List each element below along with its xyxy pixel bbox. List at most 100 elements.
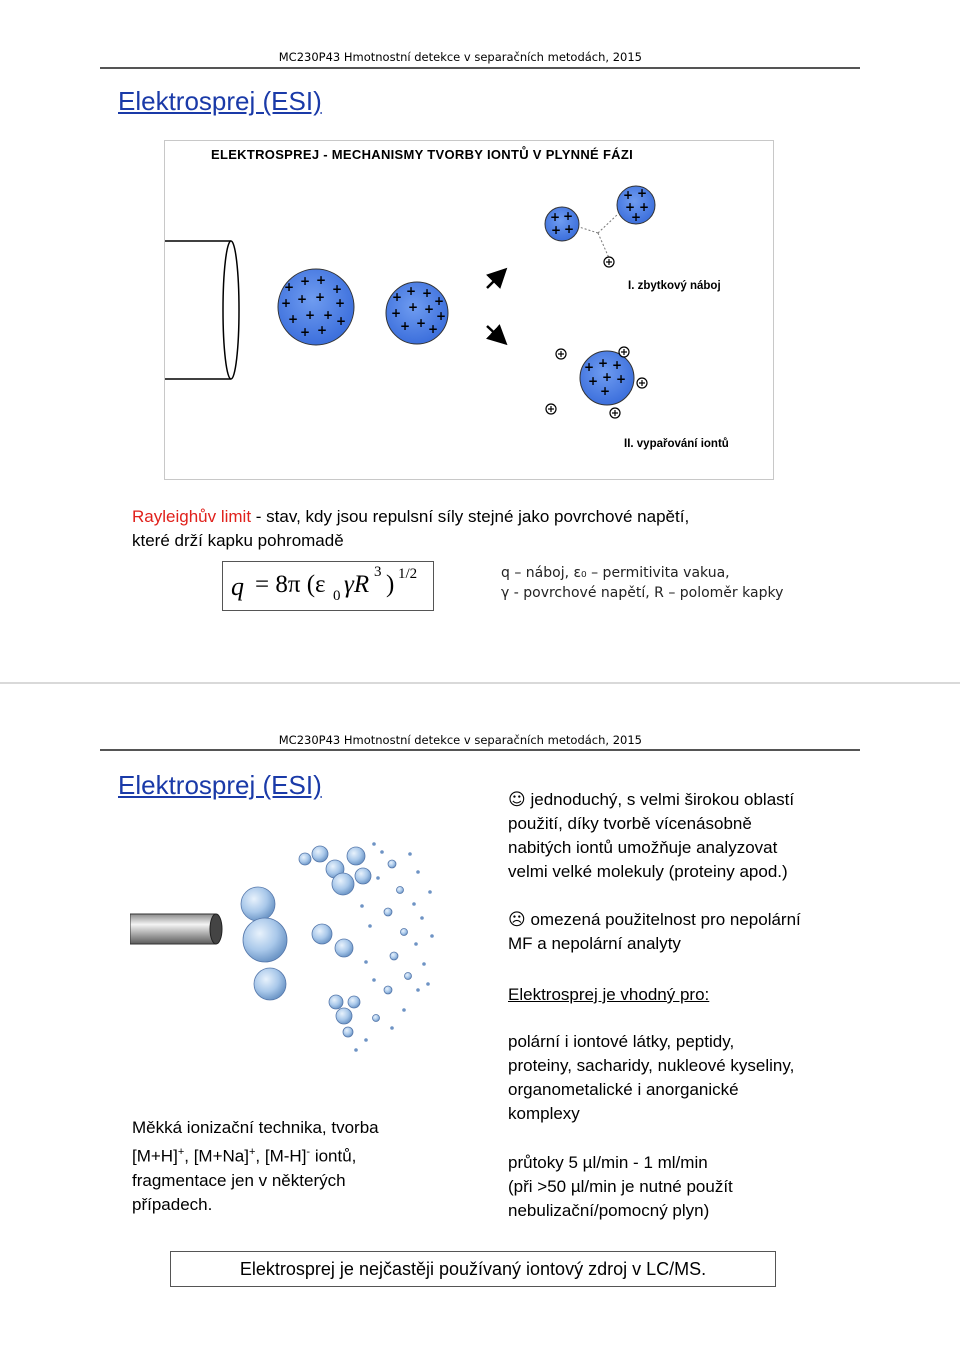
svg-text:+: + xyxy=(639,200,649,214)
svg-text:+: + xyxy=(336,314,346,328)
ion-m-minus-h: [M-H] xyxy=(264,1146,307,1166)
soft-line-1: Měkká ionizační technika, tvorba xyxy=(132,1118,379,1137)
svg-text:+: + xyxy=(297,292,307,306)
ion-mna: [M+Na] xyxy=(193,1146,249,1166)
svg-text:+: + xyxy=(315,290,325,304)
svg-text:+: + xyxy=(391,306,401,320)
svg-text:+: + xyxy=(424,302,434,316)
disadvantage-line-1: omezená použitelnost pro nepolární xyxy=(530,910,801,929)
svg-text:+: + xyxy=(288,312,298,326)
svg-text:+: + xyxy=(602,370,612,384)
svg-text:+: + xyxy=(584,360,594,374)
arrow-up xyxy=(486,267,508,289)
svg-text:+: + xyxy=(422,286,432,300)
course-header: MC230P43 Hmotnostní detekce v separačníc… xyxy=(278,733,642,747)
conclusion-box: Elektrosprej je nejčastěji používaný ion… xyxy=(170,1251,776,1287)
rayleigh-formula: q = 8π (ε 0 γR 3 ) 1/2 xyxy=(222,561,434,611)
mechanism-diagram: ++++ ++++ ++++ ++ ++++ ++++ +++ ++++ +++… xyxy=(165,185,656,419)
svg-text:+: + xyxy=(392,290,402,304)
header-rule xyxy=(100,749,860,751)
svg-text:+: + xyxy=(428,322,438,336)
formula-legend-line1: q – náboj, ε₀ – permitivita vakua, xyxy=(501,565,730,581)
soft-ionization-text: Měkká ionizační technika, tvorba [M+H]+,… xyxy=(132,1116,452,1217)
svg-text:+: + xyxy=(400,319,410,333)
evaporating-droplet xyxy=(579,350,635,406)
rayleigh-term: Rayleighův limit xyxy=(132,507,252,526)
svg-text:+: + xyxy=(284,280,294,294)
formula-sub0: 0 xyxy=(333,588,341,604)
disadvantage-block: ☹ omezená použitelnost pro nepolární MF … xyxy=(508,908,868,956)
formula-eq: = 8π (ε xyxy=(255,571,326,598)
rayleigh-line2: které drží kapku pohromadě xyxy=(132,531,344,550)
svg-text:+: + xyxy=(631,210,641,224)
flow-line-2: (při >50 µl/min je nutné použít xyxy=(508,1177,733,1196)
capillary-needle xyxy=(130,913,223,945)
rayleigh-text: Rayleighův limit - stav, kdy jsou repuls… xyxy=(132,505,812,553)
svg-text:+: + xyxy=(281,296,291,310)
svg-text:+: + xyxy=(332,282,342,296)
flow-rate-block: průtoky 5 µl/min - 1 ml/min (při >50 µl/… xyxy=(508,1151,888,1223)
flow-line-3: nebulizační/pomocný plyn) xyxy=(508,1201,710,1220)
slide-separator xyxy=(0,682,960,684)
svg-text:+: + xyxy=(616,372,626,386)
label-residual-charge: I. zbytkový náboj xyxy=(628,280,721,292)
svg-text:+: + xyxy=(305,308,315,322)
disadvantage-line-2: MF a nepolární analyty xyxy=(508,934,681,953)
frown-icon: ☹ xyxy=(508,910,526,930)
svg-text:+: + xyxy=(588,374,598,388)
svg-text:+: + xyxy=(637,186,647,200)
formula-close: ) xyxy=(386,571,395,598)
esi-mechanism-figure: ELEKTROSPREJ - MECHANISMY TVORBY IONTŮ V… xyxy=(164,140,774,480)
advantage-block: ☺ jednoduchý, s velmi širokou oblastí po… xyxy=(508,788,868,884)
formula-gR: γR xyxy=(344,571,370,598)
ion-tail: iontů, xyxy=(310,1146,357,1166)
svg-text:+: + xyxy=(436,309,446,323)
suitable-list: polární i iontové látky, peptidy, protei… xyxy=(508,1030,888,1126)
svg-text:+: + xyxy=(434,294,444,308)
advantage-line-4: velmi velké molekuly (proteiny apod.) xyxy=(508,862,788,881)
small-droplet-a xyxy=(544,206,580,242)
figure-title: ELEKTROSPREJ - MECHANISMY TVORBY IONTŮ V… xyxy=(211,147,634,162)
formula-legend-line2: γ - povrchové napětí, R – poloměr kapky xyxy=(501,585,784,601)
svg-text:+: + xyxy=(623,188,633,202)
capillary-tube xyxy=(165,240,240,380)
svg-text:+: + xyxy=(550,210,560,224)
svg-text:+: + xyxy=(335,296,345,310)
free-ion-plus xyxy=(548,259,645,416)
smiley-icon: ☺ xyxy=(508,790,526,810)
ion-mh: [M+H] xyxy=(132,1146,178,1166)
svg-text:+: + xyxy=(563,209,573,223)
svg-text:+: + xyxy=(406,284,416,298)
svg-text:+: + xyxy=(300,274,310,288)
spray-illustration xyxy=(130,842,434,1052)
course-header: MC230P43 Hmotnostní detekce v separačníc… xyxy=(278,50,642,64)
suitable-line-1: polární i iontové látky, peptidy, xyxy=(508,1032,735,1051)
ion-m-minus-h-charge: - xyxy=(306,1146,311,1158)
formula-sup-half: 1/2 xyxy=(398,566,418,582)
svg-text:+: + xyxy=(600,384,610,398)
soft-line-4: případech. xyxy=(132,1194,213,1214)
svg-text:+: + xyxy=(625,200,635,214)
slide-2: MC230P43 Hmotnostní detekce v separačníc… xyxy=(0,684,960,1367)
soft-line-3: fragmentace jen v některých xyxy=(132,1170,346,1190)
suitable-heading: Elektrosprej je vhodný pro: xyxy=(508,985,710,1004)
svg-text:+: + xyxy=(612,358,622,372)
svg-text:+: + xyxy=(564,222,574,236)
small-droplet-b xyxy=(616,185,656,225)
svg-text:+: + xyxy=(408,300,418,314)
spray-droplets xyxy=(240,845,412,1038)
svg-text:+: + xyxy=(300,325,310,339)
svg-text:+: + xyxy=(323,308,333,322)
suitable-line-4: komplexy xyxy=(508,1104,580,1123)
advantage-line-1: jednoduchý, s velmi širokou oblastí xyxy=(530,790,795,809)
svg-text:+: + xyxy=(317,323,327,337)
suitable-line-3: organometalické i anorganické xyxy=(508,1080,739,1099)
slide-1: MC230P43 Hmotnostní detekce v separačníc… xyxy=(0,0,960,682)
advantage-line-3: nabitých iontů umožňuje analyzovat xyxy=(508,838,778,857)
label-ion-evaporation: II. vypařování iontů xyxy=(624,438,729,450)
medium-droplet xyxy=(385,281,449,345)
ion-separator-2: , xyxy=(255,1146,265,1166)
svg-text:+: + xyxy=(598,356,608,370)
ion-separator-1: , xyxy=(184,1146,194,1166)
svg-text:+: + xyxy=(551,223,561,237)
